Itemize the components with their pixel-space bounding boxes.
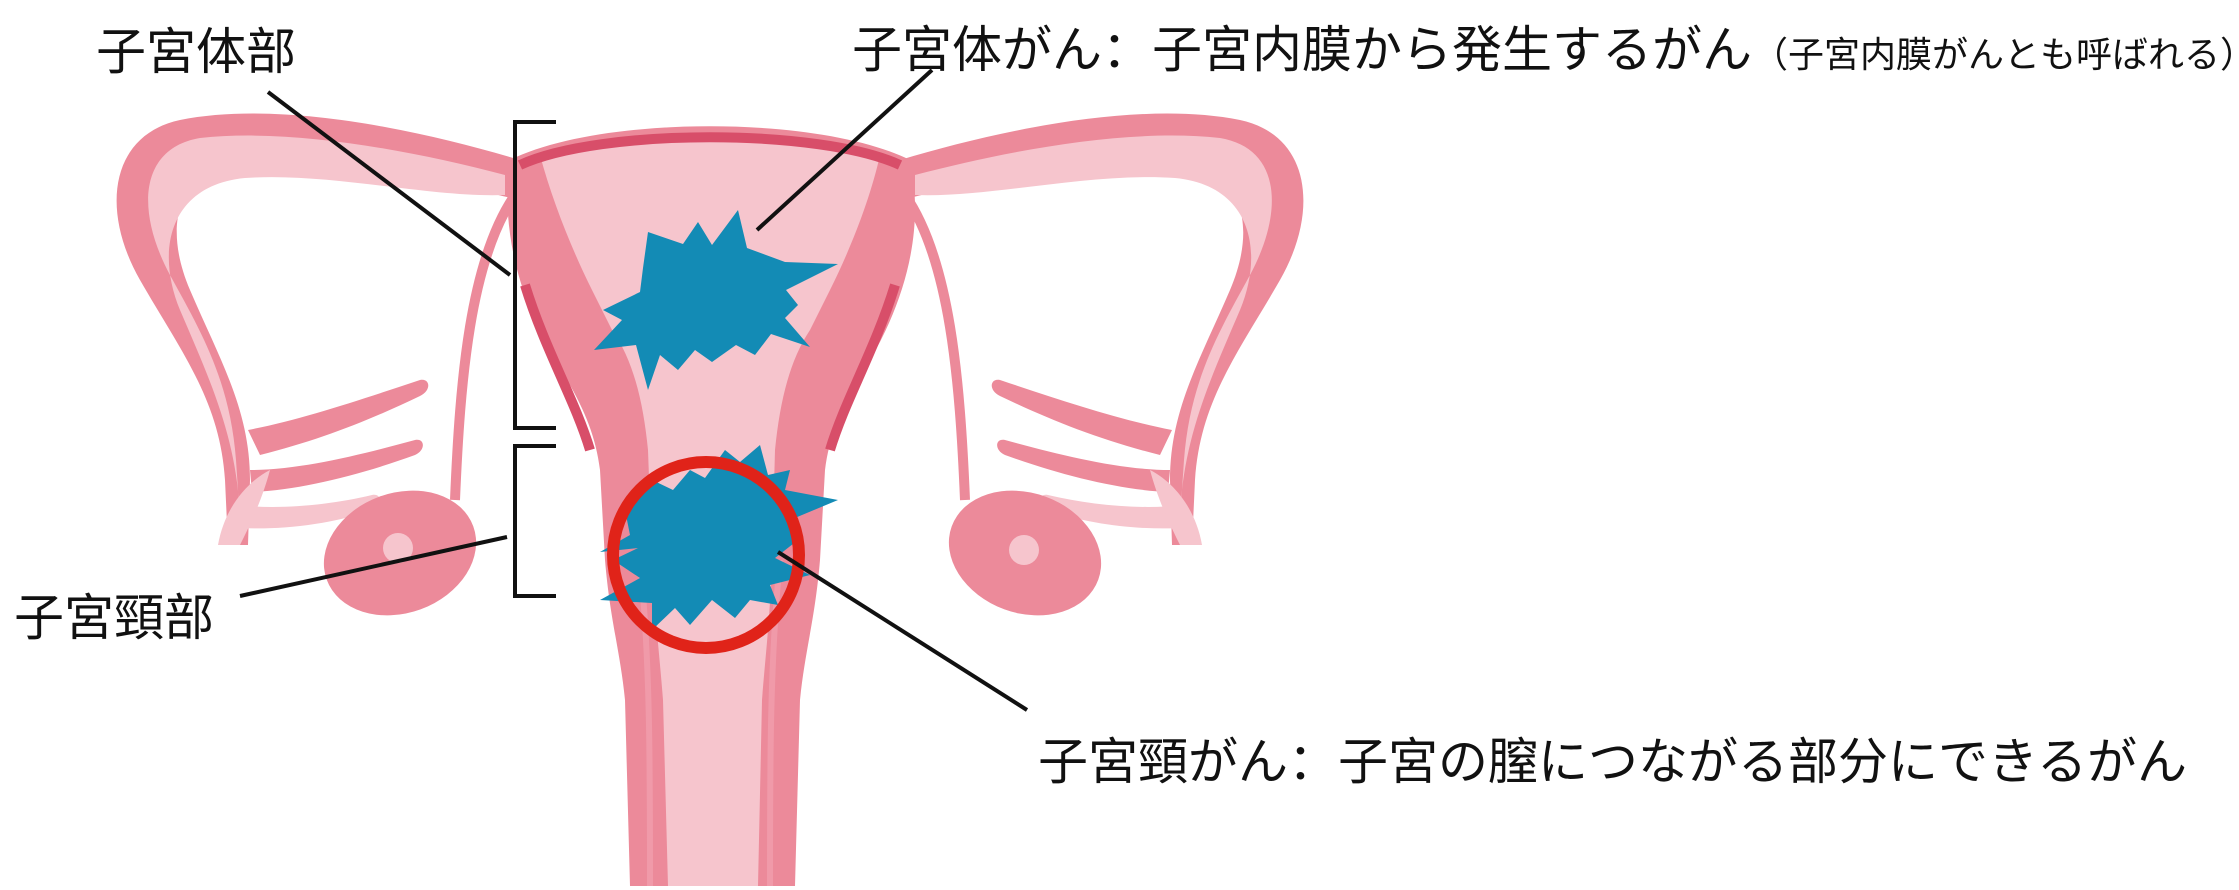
right-fimbria-1 [992, 380, 1172, 455]
right-ovarian-ligament [905, 195, 965, 500]
left-ovary [306, 470, 494, 636]
cervix-label: 子宮頸部 [14, 578, 214, 650]
left-fimbria-1 [248, 380, 428, 455]
cervical-cancer-label: 子宮頸がん：子宮の膣につながる部分にできるがん [1038, 722, 2187, 794]
uterine-body-label: 子宮体部 [96, 12, 296, 84]
cervix-bracket [515, 446, 556, 596]
body-cancer-note: （子宮内膜がんとも呼ばれる） [1752, 35, 2239, 76]
right-ovary [931, 470, 1119, 636]
body-cancer-label: 子宮体がん：子宮内膜から発生するがん [852, 21, 1752, 79]
body-cancer-annotation: 子宮体がん：子宮内膜から発生するがん（子宮内膜がんとも呼ばれる） [852, 10, 2239, 82]
